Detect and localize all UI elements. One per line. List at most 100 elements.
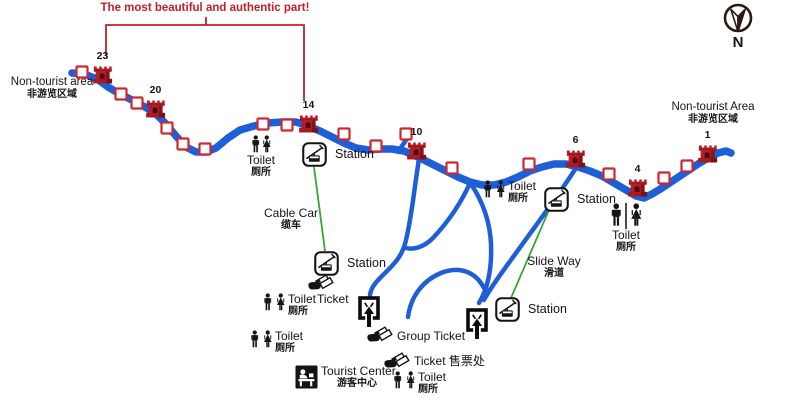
station-cable-top: Station — [302, 142, 374, 167]
watchtower-icon — [146, 99, 166, 118]
man-icon — [611, 203, 621, 226]
cable-car-label-zh: 缆车 — [281, 220, 301, 232]
toilet-label-zh: 厕所 — [508, 193, 528, 205]
cable-car-station-icon — [495, 297, 520, 322]
slide-way-label-zh: 滑道 — [544, 268, 564, 280]
cable-car-station-icon — [302, 142, 327, 167]
cable-car-label: Cable Car 缆车 — [260, 206, 322, 233]
wall-spur — [395, 137, 409, 155]
toilet-6: Toilet 厕所 — [393, 370, 447, 397]
tourist-center-icon — [295, 365, 318, 389]
watchtower-14: 14 — [297, 99, 320, 134]
gate-icon — [358, 296, 380, 329]
watchtower-10: 10 — [405, 126, 428, 161]
woman-icon — [262, 135, 271, 153]
entrance-gate-east — [463, 305, 491, 341]
toilet-1: Toilet 厕所 — [240, 135, 282, 180]
highlight-bracket — [105, 17, 305, 101]
cable-car-line — [313, 166, 326, 252]
station-label: Station — [577, 192, 616, 206]
ticket-office-label: Ticket 售票处 — [414, 354, 485, 368]
woman-icon — [406, 371, 415, 389]
wall-markers — [75, 65, 694, 185]
cable-ticket: Ticket — [307, 273, 349, 306]
slide-way-label-en: Slide Way — [527, 254, 581, 268]
slide-way-label: Slide Way 滑道 — [522, 254, 586, 281]
toilet-label-en: Toilet — [611, 228, 640, 242]
woman-icon — [263, 330, 272, 348]
station-slide-bottom: Station — [495, 297, 567, 322]
toilet-label-zh: 厕所 — [251, 167, 271, 179]
toilet-label-en: Toilet — [288, 292, 317, 306]
ticket-office: Ticket 售票处 — [383, 351, 485, 371]
toilet-label-en: Toilet — [508, 179, 537, 193]
area-label-zh: 非游览区域 — [27, 89, 77, 101]
toilet-divider — [625, 203, 627, 229]
watchtower-4: 4 — [626, 163, 649, 198]
tourist-center-label-en: Tourist Center — [321, 364, 396, 378]
watchtower-20: 20 — [144, 84, 167, 119]
toilet-2: Toilet 厕所 — [483, 179, 537, 206]
watchtower-icon — [628, 178, 648, 197]
toilet-label-zh: 厕所 — [275, 343, 295, 355]
station-label: Station — [528, 302, 567, 316]
woman-icon — [276, 293, 285, 311]
area-label-en: Non-tourist area — [10, 76, 94, 88]
man-icon — [484, 180, 492, 198]
station-label: Station — [347, 256, 386, 270]
map-headline: The most beautiful and authentic part! — [100, 2, 310, 14]
ticket-label: Ticket — [317, 292, 349, 306]
cable-car-label-en: Cable Car — [263, 206, 319, 220]
trail-tower10-to-gate-a — [367, 156, 422, 298]
compass-icon — [723, 3, 753, 33]
watchtower-23: 23 — [91, 50, 114, 85]
area-label-en: Non-tourist Area — [671, 101, 755, 113]
area-label-zh: 非游览区域 — [688, 114, 738, 126]
toilet-label-zh: 厕所 — [288, 306, 308, 318]
trail-loop-road — [405, 267, 487, 320]
group-ticket: Group Ticket — [366, 325, 465, 345]
station-cable-bottom: Station — [314, 251, 386, 276]
entrance-gate-west — [355, 293, 383, 329]
watchtower-1: 1 — [696, 129, 719, 164]
tower-number: 4 — [634, 163, 641, 175]
woman-icon — [496, 180, 505, 198]
toilet-label-zh: 厕所 — [418, 384, 438, 396]
tower-number: 20 — [149, 84, 162, 96]
slide-way-line — [510, 209, 550, 299]
toilet-5: Toilet 厕所 — [250, 329, 304, 356]
tower-number: 6 — [572, 134, 579, 146]
man-icon — [264, 293, 272, 311]
tourist-center-label-zh: 游客中心 — [337, 378, 377, 390]
tower-number: 14 — [302, 99, 315, 111]
station-label: Station — [335, 147, 374, 161]
man-icon — [251, 135, 259, 153]
tourist-center: Tourist Center 游客中心 — [295, 364, 396, 391]
toilet-label-en: Toilet — [246, 153, 275, 167]
cable-car-station-icon — [544, 187, 569, 212]
compass-north-label: N — [732, 34, 744, 51]
watchtower-6: 6 — [564, 134, 587, 169]
watchtower-icon — [566, 149, 586, 168]
station-slide-top: Station — [544, 187, 616, 212]
watchtower-icon — [407, 141, 427, 160]
toilet-label-en: Toilet — [418, 370, 447, 384]
compass: N — [722, 2, 754, 51]
toilet-label-zh: 厕所 — [616, 242, 636, 254]
man-icon — [251, 330, 259, 348]
tower-number: 1 — [704, 129, 711, 141]
tower-number: 23 — [96, 50, 109, 62]
non-tourist-area-west: Non-tourist area 非游览区域 — [2, 76, 102, 102]
group-ticket-label: Group Ticket — [397, 329, 466, 343]
watchtower-icon — [698, 144, 718, 163]
watchtower-icon — [299, 114, 319, 133]
toilet-label-en: Toilet — [275, 329, 304, 343]
ticket-icon — [307, 274, 334, 291]
gate-icon — [466, 308, 488, 341]
non-tourist-area-east: Non-tourist Area 非游览区域 — [666, 101, 760, 127]
woman-icon — [631, 203, 641, 226]
trail-junction-to-gate-a — [403, 180, 473, 251]
watchtower-icon — [93, 65, 113, 84]
toilet-3: Toilet 厕所 — [606, 203, 646, 255]
